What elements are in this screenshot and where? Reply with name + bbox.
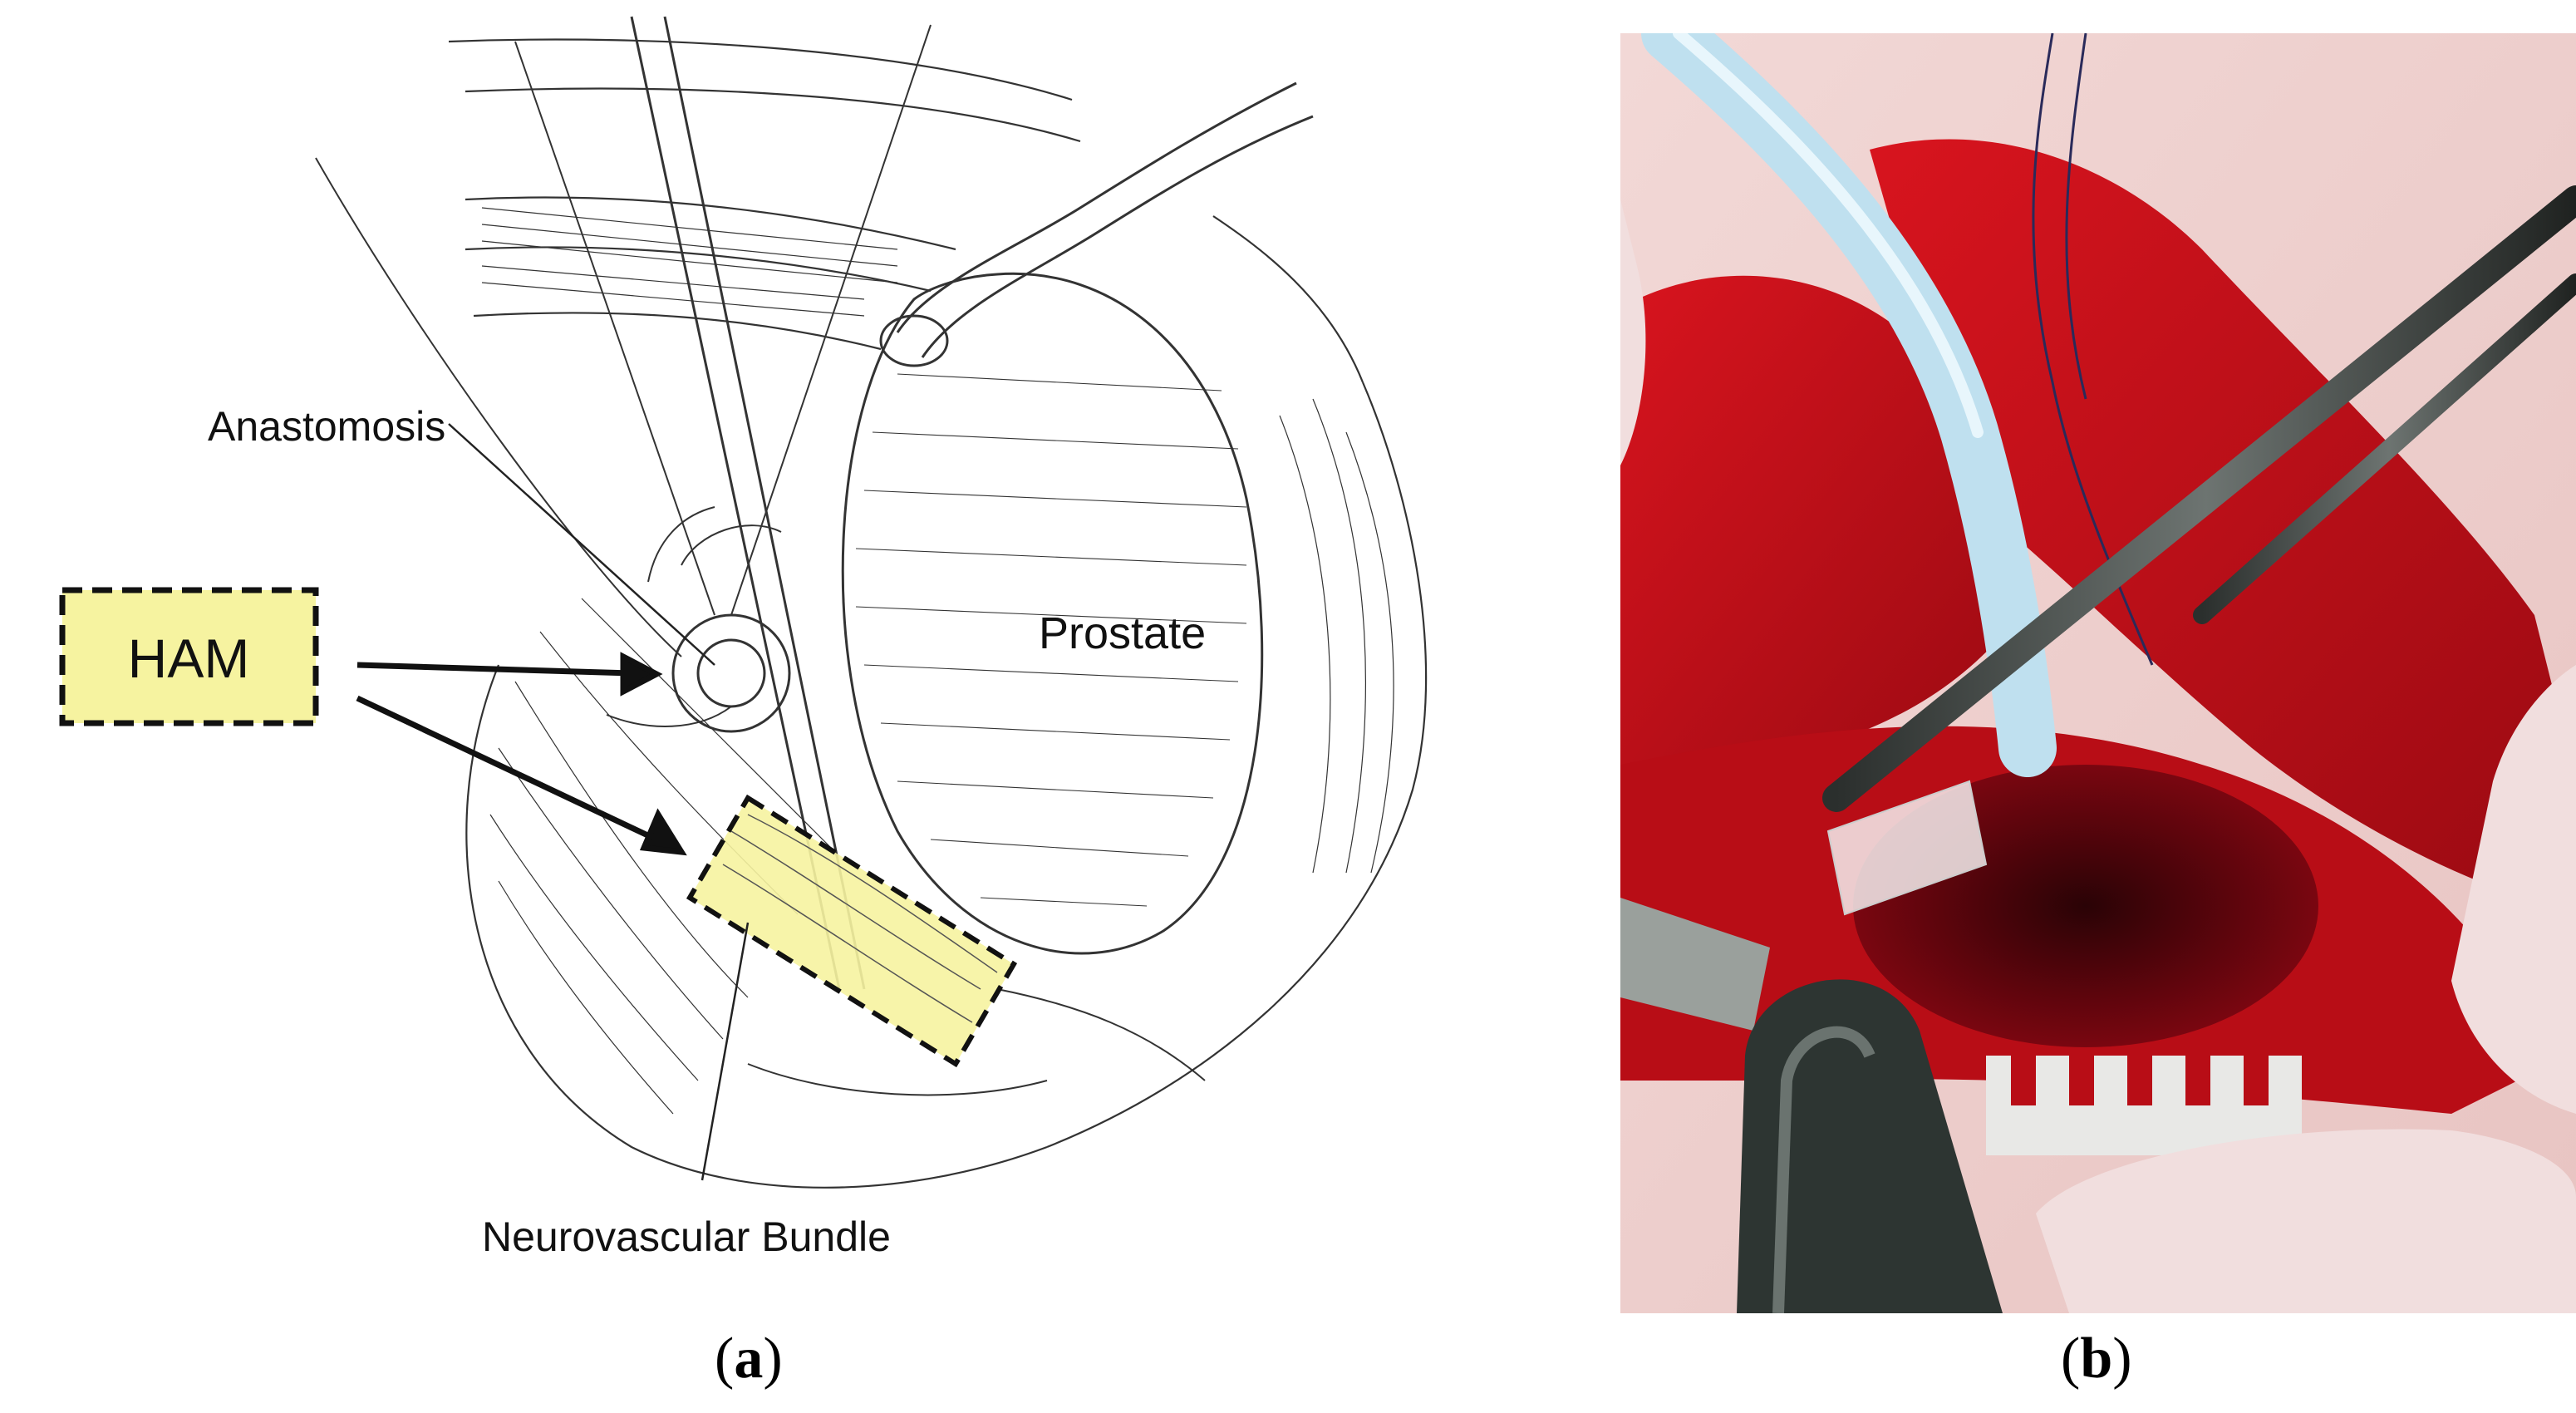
instrument-handle xyxy=(1737,979,2003,1313)
panel-b-surgical-photo xyxy=(1620,33,2576,1313)
arrow-to-anastomosis xyxy=(356,662,632,677)
caption-a: (a) xyxy=(715,1327,783,1391)
anatomy-drawing: HAM Anastomosis Prostate Neurovascular B… xyxy=(59,16,1428,1260)
tissue-right xyxy=(1870,139,2576,914)
neurovascular-bundle-highlight xyxy=(686,794,1018,1068)
glove-lower xyxy=(2036,1129,2576,1313)
tissue-left xyxy=(1620,275,2019,781)
leader-lines xyxy=(448,423,750,1181)
glove-right xyxy=(2451,665,2576,1114)
caption-a-letter: a xyxy=(734,1327,764,1391)
prostate-label: Prostate xyxy=(1039,608,1206,658)
arrow-head-bundle-icon xyxy=(639,808,687,856)
ham-label-box: HAM xyxy=(59,587,319,726)
caption-b: (b) xyxy=(2061,1327,2132,1391)
bundle-leader-line xyxy=(701,922,750,1181)
glove-left xyxy=(1620,199,1646,465)
forceps-lower xyxy=(2193,273,2576,624)
forceps-upper xyxy=(1822,185,2576,812)
drawing-lines xyxy=(315,16,1428,1189)
ham-arrows xyxy=(356,652,687,856)
panel-a-illustration: HAM Anastomosis Prostate Neurovascular B… xyxy=(59,16,1428,1260)
caption-b-letter: b xyxy=(2080,1327,2113,1391)
surgical-photo xyxy=(1620,33,2576,1313)
anastomosis-label: Anastomosis xyxy=(208,403,445,450)
anastomosis-leader-line xyxy=(448,423,715,666)
arrow-to-bundle xyxy=(356,695,658,843)
ham-patch xyxy=(1826,780,1988,916)
retractor-left xyxy=(1620,898,1770,1031)
neurovascular-bundle-label: Neurovascular Bundle xyxy=(482,1214,891,1260)
ham-label: HAM xyxy=(128,628,250,689)
arrow-head-anastomosis-icon xyxy=(620,652,663,697)
